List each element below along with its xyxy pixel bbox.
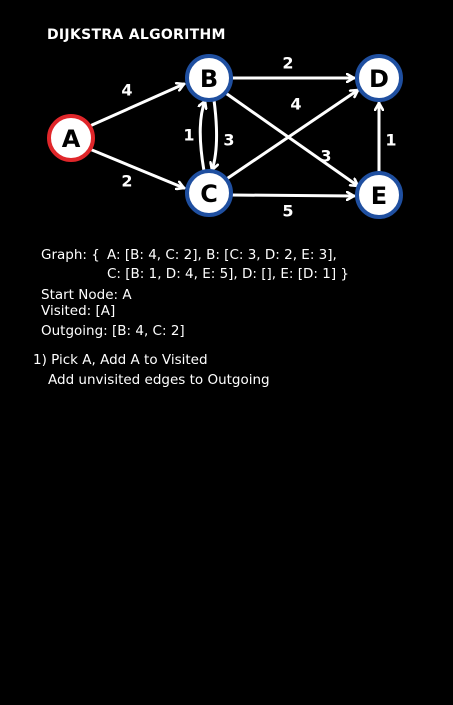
node-label-a: A [62,125,81,153]
edge-weight-b-e: 3 [320,147,331,166]
node-label-c: C [200,180,218,208]
start-node: Start Node: A [41,287,132,303]
nodes-layer: A B C D E [47,54,403,219]
outgoing-list: Outgoing: [B: 4, C: 2] [41,323,185,339]
graph-prefix: Graph: { [41,247,100,263]
node-label-e: E [371,182,387,210]
diagram-title: DIJKSTRA ALGORITHM [47,27,226,43]
edge-a-c [90,148,186,188]
step-line-2: Add unvisited edges to Outgoing [48,372,270,388]
node-a: A [47,114,95,162]
edge-weight-c-e: 5 [282,202,293,221]
edge-b-e [225,92,360,188]
graph-line-2: C: [B: 1, D: 4, E: 5], D: [], E: [D: 1] … [107,266,349,282]
edges-layer [90,78,379,196]
node-circle-b [185,54,233,102]
graph-line-1: A: [B: 4, C: 2], B: [C: 3, D: 2, E: 3], [107,247,337,263]
node-circle-c [185,169,233,217]
node-d: D [355,54,403,102]
edge-weight-a-c: 2 [121,172,132,191]
edge-c-e [230,195,356,196]
node-circle-e [355,171,403,219]
edge-weight-b-c: 3 [223,131,234,150]
node-circle-d [355,54,403,102]
node-b: B [185,54,233,102]
edge-weight-a-b: 4 [121,81,132,100]
graph-diagram: 4 2 3 1 2 3 4 5 1 A B C D E [47,54,403,221]
edge-weight-b-d: 2 [282,54,293,73]
edge-weight-c-b: 1 [183,126,194,145]
edge-weight-c-d: 4 [290,95,301,114]
node-c: C [185,169,233,217]
weights-layer: 4 2 3 1 2 3 4 5 1 [121,54,396,221]
node-e: E [355,171,403,219]
visited-list: Visited: [A] [41,303,116,319]
node-circle-a [47,114,95,162]
edge-weight-e-d: 1 [385,131,396,150]
edge-c-d [226,88,360,180]
edge-b-c [212,98,217,172]
step-line-1: 1) Pick A, Add A to Visited [33,352,208,368]
edge-a-b [90,84,186,127]
node-label-d: D [369,65,389,93]
edge-c-b [200,99,205,173]
node-label-b: B [200,65,218,93]
